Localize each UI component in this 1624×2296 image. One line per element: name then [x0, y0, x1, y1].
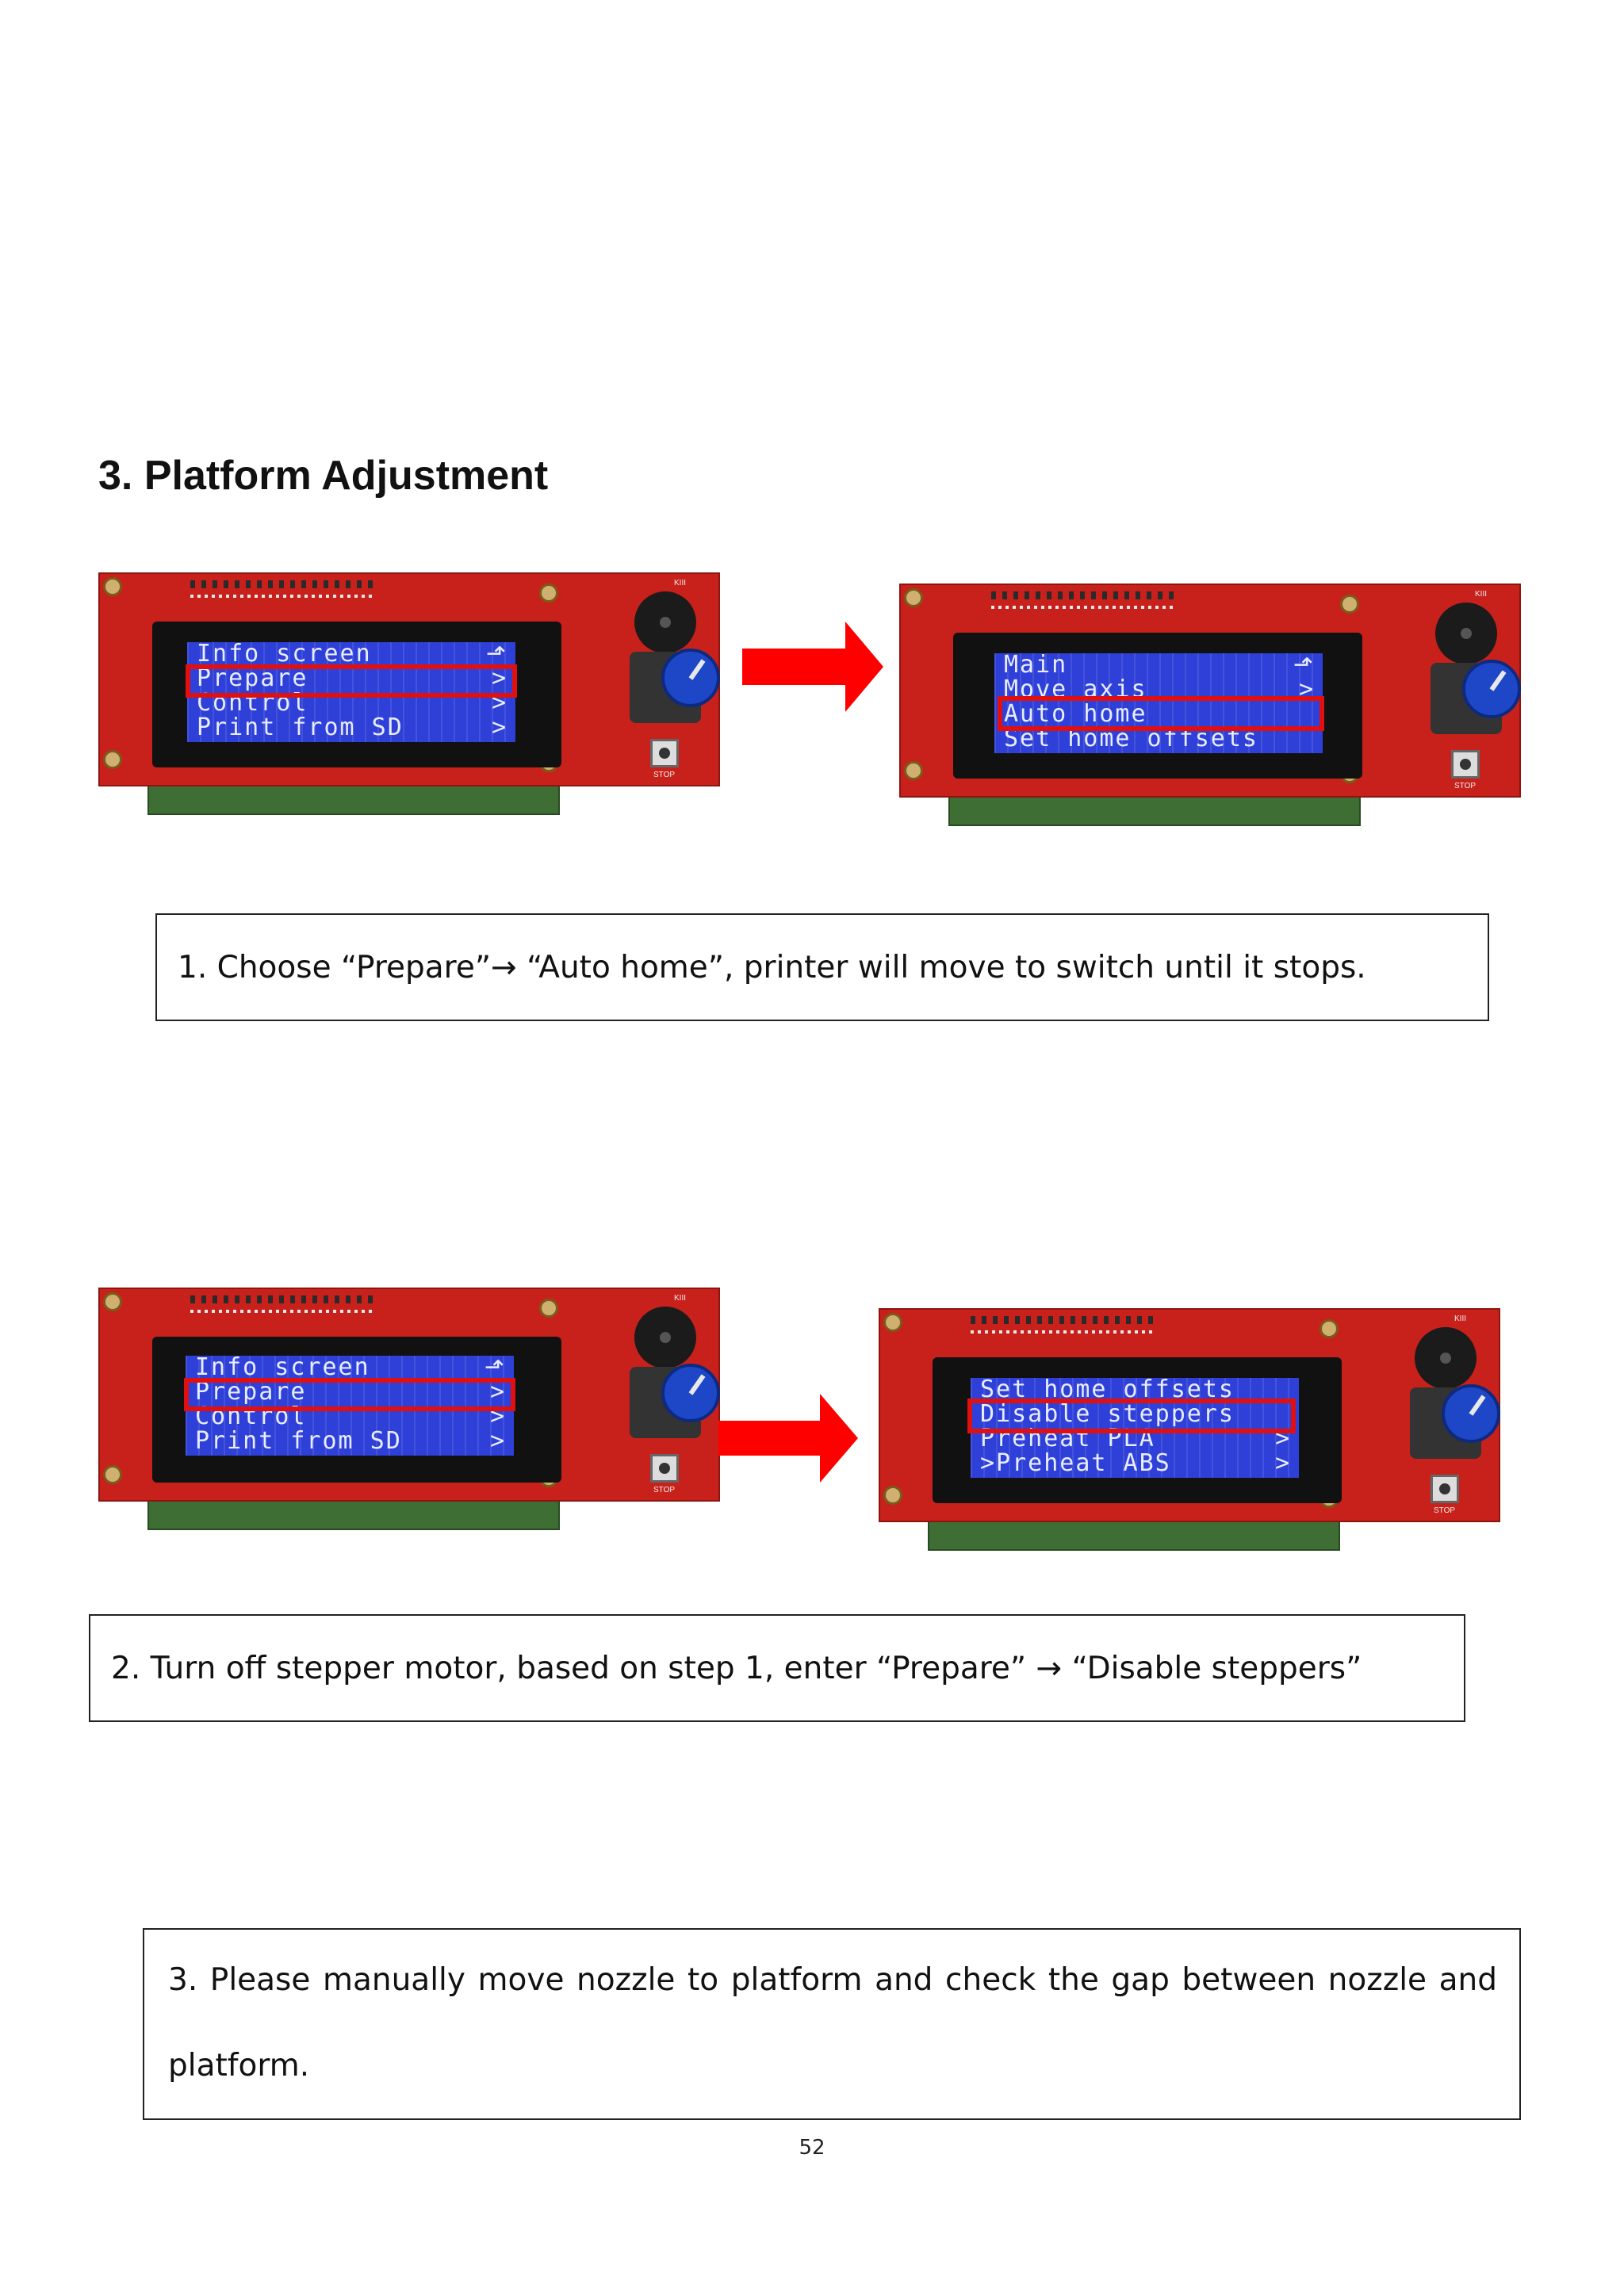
buzzer — [634, 1307, 696, 1368]
lcd-board-prepare-menu-1: KIII STOP Main⬏ Move axis> Auto home Set… — [899, 584, 1521, 826]
lcd-line: Disable steppers — [980, 1402, 1235, 1426]
instruction-step-3: 3. Please manually move nozzle to platfo… — [168, 1962, 1497, 2084]
board-model-label: KIII — [1475, 590, 1488, 599]
stop-button — [650, 1454, 679, 1483]
page-number: 52 — [799, 2136, 825, 2160]
board-model-label: KIII — [674, 579, 687, 587]
highlight-auto-home — [998, 696, 1324, 731]
lcd-line: Main⬏ — [1004, 653, 1315, 677]
right-arrow-icon — [718, 1394, 858, 1483]
lcd-line: Print from SD> — [197, 716, 508, 740]
lcd-line: Auto home — [1004, 702, 1147, 726]
board-model-label: KIII — [674, 1294, 687, 1303]
lcd-board-main-menu-1: KIII STOP Info screen⬏ Prepare> Control>… — [98, 572, 720, 815]
stop-label: STOP — [653, 771, 676, 779]
rotary-knob — [661, 1364, 720, 1422]
buzzer — [1435, 603, 1497, 664]
lcd-line: Print from SD> — [195, 1429, 506, 1453]
lcd-line: Info screen⬏ — [197, 642, 508, 666]
instruction-box-step-3: 3. Please manually move nozzle to platfo… — [143, 1928, 1521, 2120]
stop-label: STOP — [1434, 1506, 1456, 1515]
lcd-screen: Info screen⬏ Prepare> Control> Print fro… — [186, 1356, 514, 1456]
instruction-step-1: 1. Choose “Prepare”→ “Auto home”, printe… — [178, 950, 1366, 985]
lcd-line: Set home offsets — [980, 1378, 1235, 1402]
stop-button — [1451, 750, 1480, 779]
buzzer — [1415, 1327, 1477, 1389]
lcd-screen: Info screen⬏ Prepare> Control> Print fro… — [187, 642, 515, 742]
stop-label: STOP — [653, 1486, 676, 1494]
stop-button — [1431, 1475, 1459, 1503]
rotary-knob — [661, 649, 720, 707]
rotary-knob — [1442, 1384, 1500, 1443]
lcd-screen: Set home offsets Disable steppers Prehea… — [971, 1378, 1299, 1478]
highlight-disable-steppers — [967, 1399, 1296, 1433]
section-heading: 3. Platform Adjustment — [98, 453, 549, 499]
lcd-line: Info screen⬏ — [195, 1356, 506, 1380]
instruction-box-step-2: 2. Turn off stepper motor, based on step… — [89, 1614, 1465, 1722]
lcd-line: Prepare> — [195, 1380, 506, 1404]
buzzer — [634, 591, 696, 653]
lcd-line: >Preheat ABS> — [980, 1452, 1291, 1475]
highlight-prepare — [184, 1378, 515, 1411]
lcd-screen: Main⬏ Move axis> Auto home Set home offs… — [994, 653, 1323, 753]
rotary-knob — [1462, 660, 1521, 718]
lcd-board-prepare-menu-2: KIII STOP Set home offsets Disable stepp… — [879, 1308, 1500, 1551]
instruction-step-2: 2. Turn off stepper motor, based on step… — [111, 1651, 1362, 1686]
instruction-box-step-1: 1. Choose “Prepare”→ “Auto home”, printe… — [155, 913, 1489, 1021]
lcd-board-main-menu-2: KIII STOP Info screen⬏ Prepare> Control>… — [98, 1288, 720, 1530]
stop-label: STOP — [1454, 782, 1477, 790]
board-model-label: KIII — [1454, 1314, 1467, 1323]
stop-button — [650, 739, 679, 767]
highlight-prepare — [186, 664, 517, 698]
lcd-line: Prepare> — [197, 667, 508, 691]
right-arrow-icon — [742, 622, 883, 712]
